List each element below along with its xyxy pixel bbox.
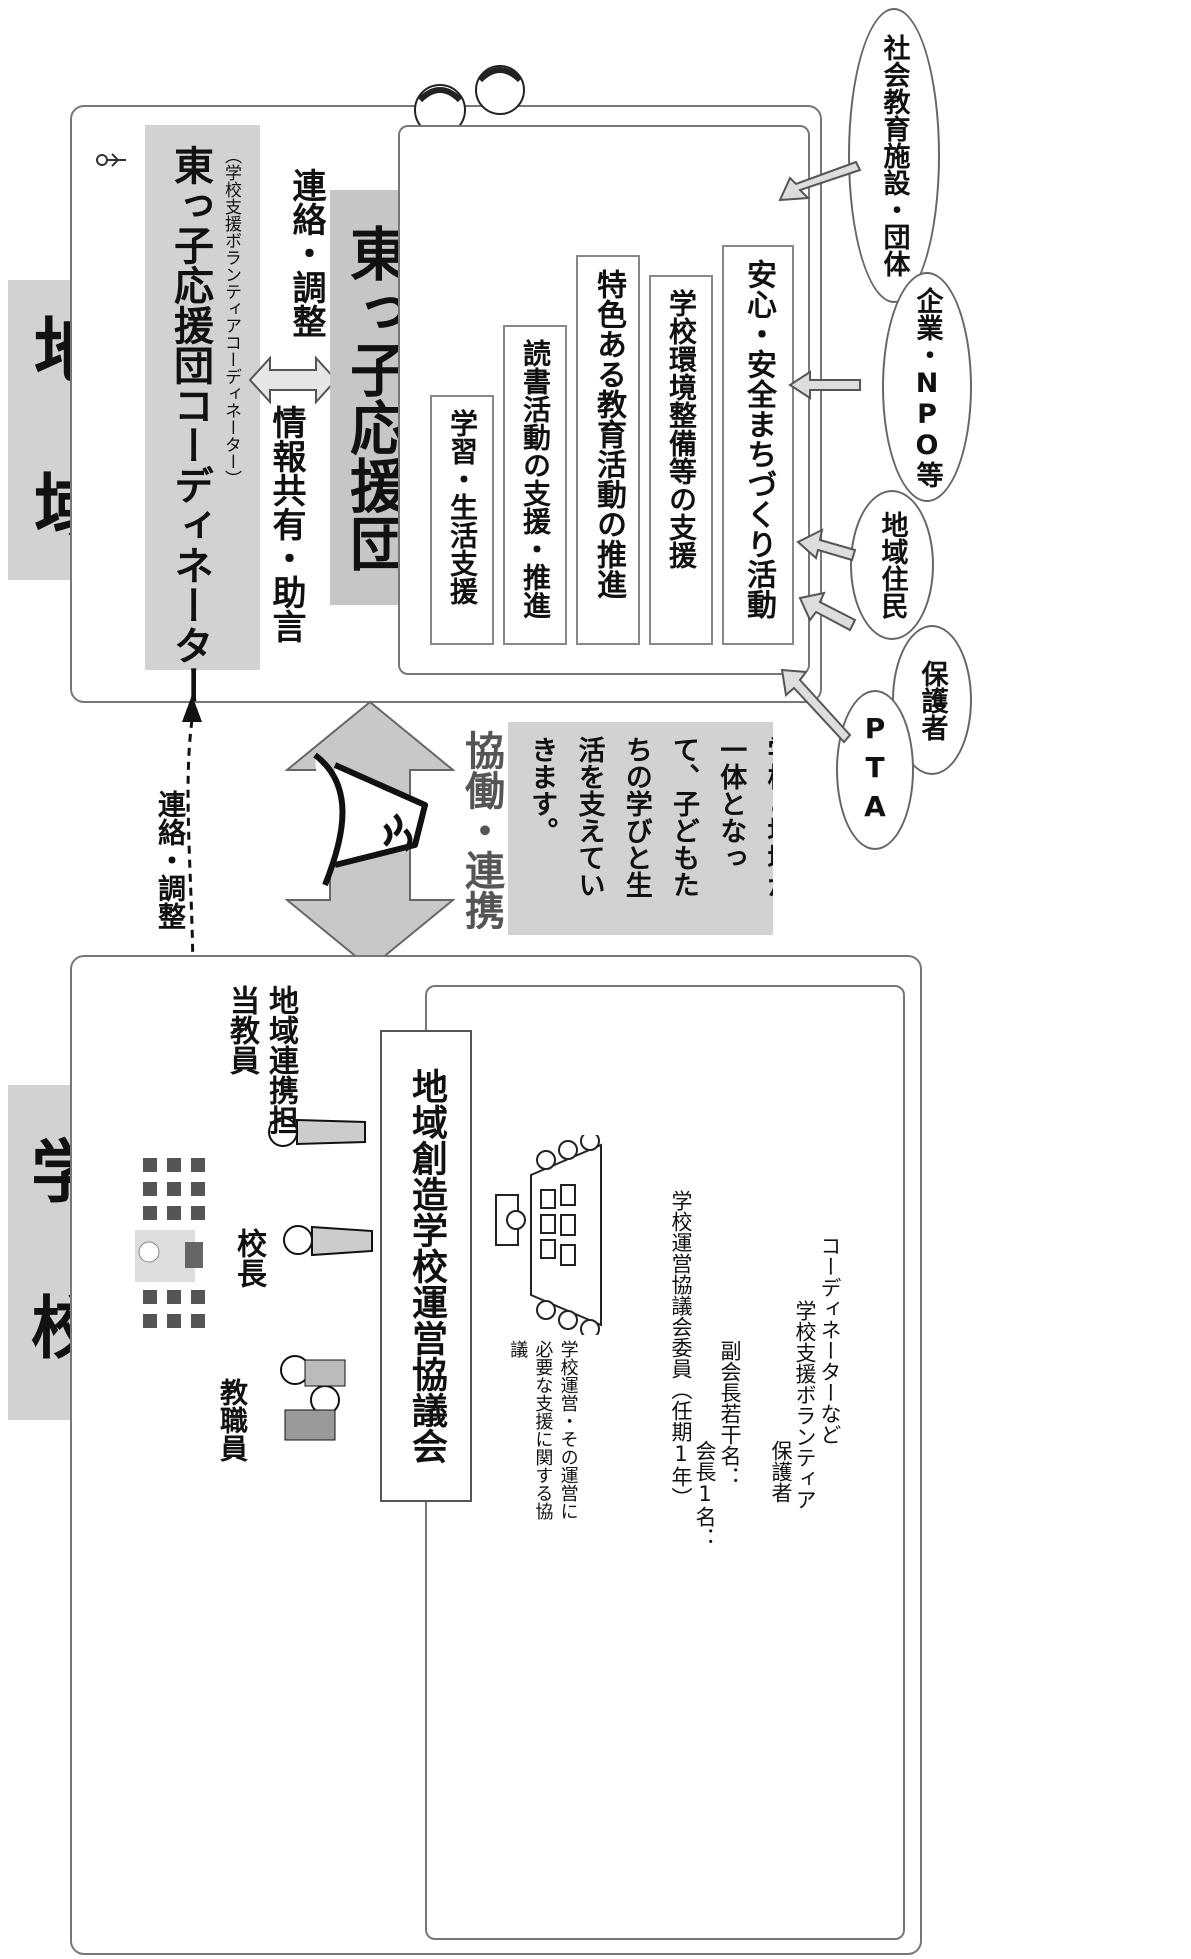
exchange-right-label: 連絡・調整 <box>286 168 326 338</box>
liaison-teacher-label-wrap: 地域連携担当教員 <box>222 985 300 1155</box>
handshake-icon <box>295 745 445 905</box>
members-line: 学校運営協議会委員（任期1年） <box>669 1190 693 1508</box>
members-line: 保護者 <box>769 1440 793 1503</box>
activity-item: 学習・生活支援 <box>430 395 494 645</box>
activity-item: 安心・安全まちづくり活動 <box>722 245 794 645</box>
liaison-teacher-illustration <box>265 1102 375 1162</box>
members-line: 学校支援ボランティア <box>793 1300 817 1510</box>
coordinator-title: 東っ子応援団コーディネーター <box>167 145 213 705</box>
coordinator-figure-icon <box>90 140 130 180</box>
exchange-left-label: 情報共有・助言 <box>266 405 306 643</box>
partner-arrows <box>760 150 870 770</box>
activity-item: 学校環境整備等の支援 <box>649 275 713 645</box>
group-name: 東っ子応援団 <box>340 223 408 572</box>
principal-label: 校長 <box>231 1228 266 1288</box>
activity-item: 特色ある教育活動の推進 <box>576 255 640 645</box>
staff-illustration <box>265 1340 375 1450</box>
school-building-icon <box>125 1150 225 1350</box>
partner-oval: PTA <box>836 690 914 850</box>
principal-illustration <box>280 1205 380 1275</box>
members-line: 会長1名： <box>693 1440 717 1548</box>
council-panel <box>425 985 905 1940</box>
exchange-double-arrow-icon <box>248 350 338 410</box>
partner-oval: 地域住民 <box>850 490 934 640</box>
council-desc-wrap: 学校運営・その運営に必要な支援に関する協議 <box>505 1340 585 1530</box>
council-title-box: 地域創造学校運営協議会 <box>380 1030 472 1502</box>
message-box: 学校と地域が一体となって、子どもたちの学びと生活を支えていきます。 <box>508 722 773 935</box>
coordinator-sub: （学校支援ボランティアコーディネーター） <box>221 147 241 487</box>
council-desc: 学校運営・その運営に必要な支援に関する協議 <box>507 1340 579 1520</box>
activity-item: 読書活動の支援・推進 <box>503 325 567 645</box>
liaison-label: 連絡・調整 <box>154 790 187 930</box>
members-line: コーディネーターなど <box>818 1235 842 1445</box>
cooperation-label: 協働・連携 <box>458 730 504 930</box>
message-text: 学校と地域が一体となって、子どもたちの学びと生活を支えていきます。 <box>526 736 773 898</box>
partner-oval: 社会教育施設・団体 <box>848 8 940 303</box>
coordinator-box: 東っ子応援団コーディネーター （学校支援ボランティアコーディネーター） <box>145 125 260 705</box>
partner-oval: 企業・NPO等 <box>882 272 972 502</box>
staff-label: 教職員 <box>216 1378 249 1462</box>
members-line: 副会長若干名： <box>718 1340 742 1487</box>
meeting-table-illustration <box>486 1135 616 1335</box>
liaison-teacher-label: 地域連携担当教員 <box>224 985 298 1135</box>
council-title: 地域創造学校運営協議会 <box>406 1068 447 1464</box>
